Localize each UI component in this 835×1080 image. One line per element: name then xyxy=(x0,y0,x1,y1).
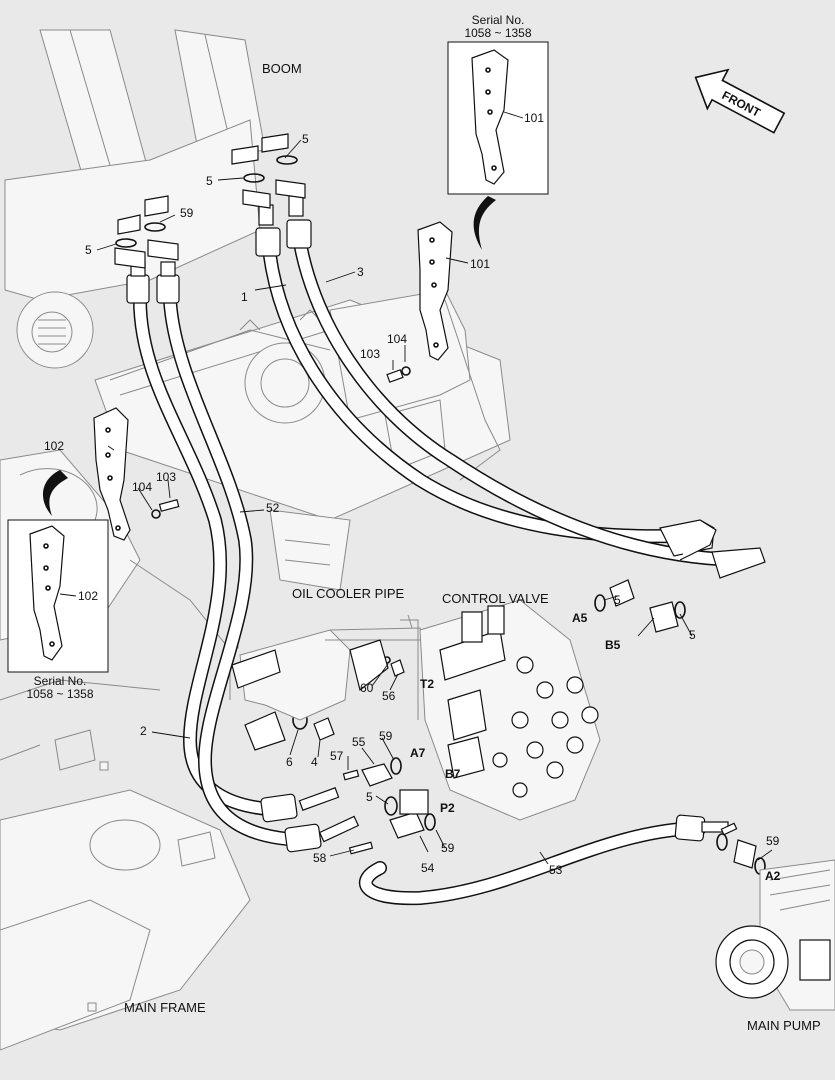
oil-cooler-pipe-label: OIL COOLER PIPE xyxy=(292,586,405,601)
serial-left: Serial No. 1058 ~ 1358 xyxy=(26,674,93,701)
callout-54: 54 xyxy=(421,861,435,875)
valve-left-fittings xyxy=(260,656,436,855)
serial-top: Serial No. 1058 ~ 1358 xyxy=(464,13,531,40)
boom-label: BOOM xyxy=(262,61,302,76)
callout-59-p2: 59 xyxy=(441,841,455,855)
callout-4: 4 xyxy=(311,755,318,769)
callout-57: 57 xyxy=(330,749,344,763)
bolts-left xyxy=(151,499,180,519)
callout-59-boom: 59 xyxy=(180,206,194,220)
callout-104-left: 104 xyxy=(132,480,152,494)
callout-101-inset: 101 xyxy=(524,111,544,125)
callout-104-right: 104 xyxy=(387,332,407,346)
pump-fittings xyxy=(674,814,766,875)
port-b5: B5 xyxy=(605,638,621,652)
callout-5-a5: 5 xyxy=(614,593,621,607)
inset-box-left xyxy=(7,470,109,673)
callout-53: 53 xyxy=(549,863,563,877)
hose-2 xyxy=(163,293,317,847)
callout-56: 56 xyxy=(382,689,396,703)
port-t2: T2 xyxy=(420,677,434,691)
main-frame-label: MAIN FRAME xyxy=(124,1000,206,1015)
serial-left-line1: Serial No. xyxy=(34,674,87,688)
callout-1: 1 xyxy=(241,290,248,304)
serial-left-line2: 1058 ~ 1358 xyxy=(26,687,93,701)
valve-right-fittings xyxy=(594,519,766,633)
port-a7: A7 xyxy=(410,746,426,760)
hose-53 xyxy=(359,821,707,906)
serial-top-line2: 1058 ~ 1358 xyxy=(464,26,531,40)
callout-5-b7: 5 xyxy=(366,790,373,804)
bracket-102 xyxy=(93,407,131,541)
callout-5-top: 5 xyxy=(302,132,309,146)
serial-top-line1: Serial No. xyxy=(472,13,525,27)
main-pump xyxy=(715,859,835,1011)
callout-101: 101 xyxy=(470,257,490,271)
callout-5-b5: 5 xyxy=(689,628,696,642)
callout-2: 2 xyxy=(140,724,147,738)
callout-5-left: 5 xyxy=(85,243,92,257)
port-a2: A2 xyxy=(765,869,781,883)
inset-box-top xyxy=(447,41,549,250)
callout-52: 52 xyxy=(266,501,280,515)
callout-102-inset: 102 xyxy=(78,589,98,603)
port-a5: A5 xyxy=(572,611,588,625)
boom-fittings xyxy=(114,133,312,304)
callout-55: 55 xyxy=(352,735,366,749)
callout-103-left: 103 xyxy=(156,470,176,484)
callout-103-right: 103 xyxy=(360,347,380,361)
bracket-101 xyxy=(417,221,453,361)
callout-60: 60 xyxy=(360,681,374,695)
hose-3 xyxy=(291,223,755,567)
callout-3: 3 xyxy=(357,265,364,279)
front-arrow: FRONT xyxy=(694,68,786,134)
control-valve-body xyxy=(400,599,601,821)
callout-102: 102 xyxy=(44,439,64,453)
bolts-right xyxy=(386,366,411,383)
callout-59-a7: 59 xyxy=(379,729,393,743)
port-b7: B7 xyxy=(445,767,461,781)
callout-6: 6 xyxy=(286,755,293,769)
callout-59-a2: 59 xyxy=(766,834,780,848)
leader-lines xyxy=(59,111,773,865)
main-pump-label: MAIN PUMP xyxy=(747,1018,821,1033)
port-p2: P2 xyxy=(440,801,455,815)
callout-5-mid: 5 xyxy=(206,174,213,188)
control-valve-label: CONTROL VALVE xyxy=(442,591,549,606)
callout-58: 58 xyxy=(313,851,327,865)
oil-cooler-pipe xyxy=(231,627,429,751)
